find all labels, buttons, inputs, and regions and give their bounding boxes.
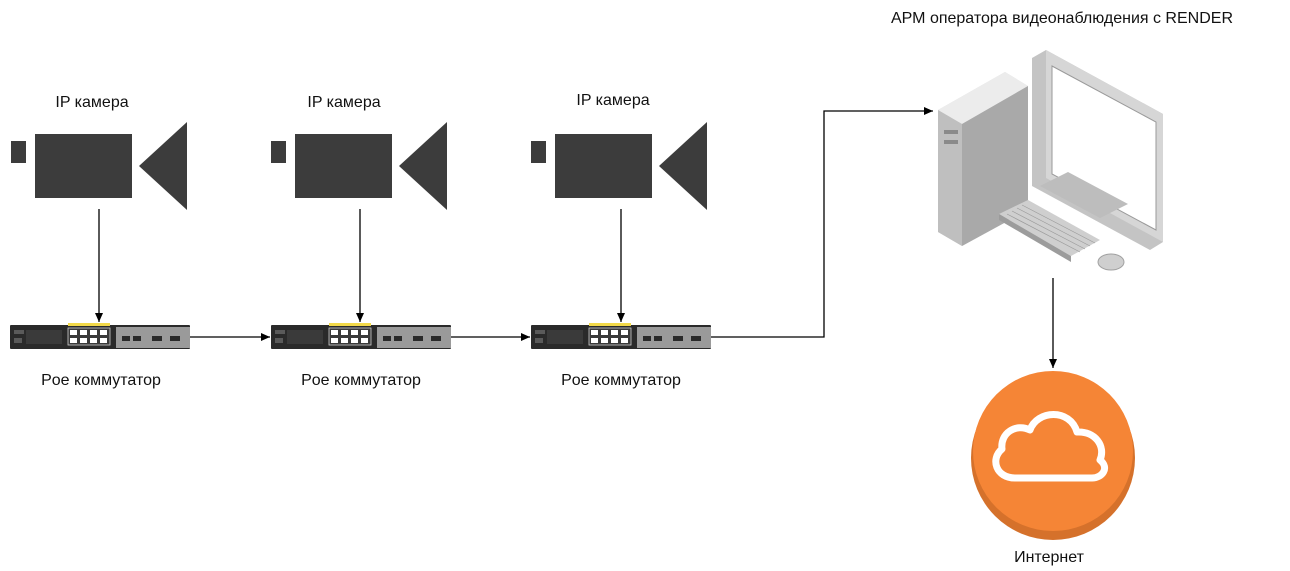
switch-label: Poe коммутатор <box>561 372 681 389</box>
camera-icon <box>271 122 447 210</box>
camera-icon <box>531 122 707 210</box>
camera-icon <box>11 122 187 210</box>
camera-label: IP камера <box>55 94 129 111</box>
internet-label: Интернет <box>1014 549 1084 566</box>
camera-label: IP камера <box>307 94 381 111</box>
workstation-computer-icon <box>938 50 1163 271</box>
camera-label: IP камера <box>576 92 650 109</box>
edge-switch3-workstation <box>711 107 933 338</box>
switch-label: Poe коммутатор <box>301 372 421 389</box>
workstation-label: АРМ оператора видеонаблюдения с RENDER <box>891 10 1233 27</box>
internet-cloud-icon <box>971 371 1135 540</box>
switch-label: Poe коммутатор <box>41 372 161 389</box>
poe-switch-icon <box>9 322 191 350</box>
poe-switch-icon <box>270 322 452 350</box>
poe-switch-icon <box>530 322 712 350</box>
